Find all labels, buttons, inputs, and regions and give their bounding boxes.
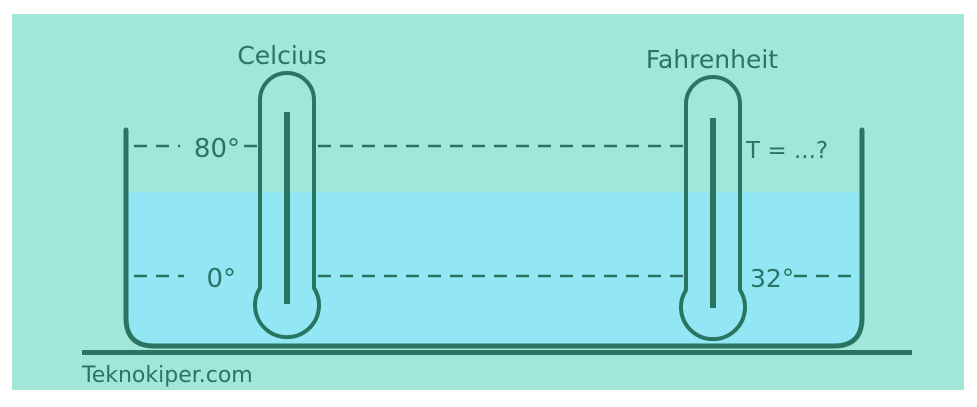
dashed-reference-lines (134, 144, 858, 278)
fahrenheit-thermometer (679, 75, 747, 342)
water-fill (126, 192, 862, 346)
watermark-text: Teknokiper.com (81, 363, 253, 388)
celsius-top-mark: 80° (194, 134, 240, 164)
ground-line (82, 350, 912, 355)
fahrenheit-mercury-column (710, 118, 716, 308)
celsius-thermometer-glass (253, 71, 321, 340)
beaker-container (123, 127, 865, 349)
celsius-label: Celcius (237, 41, 326, 70)
fahrenheit-top-mark: T = ...? (745, 138, 828, 164)
celsius-mercury-column (284, 112, 290, 304)
celsius-bottom-mark: 0° (206, 264, 236, 294)
fahrenheit-thermometer-glass (679, 75, 747, 342)
fahrenheit-bottom-mark: 32° (750, 264, 794, 293)
celsius-thermometer (253, 71, 321, 340)
fahrenheit-label: Fahrenheit (646, 45, 778, 74)
